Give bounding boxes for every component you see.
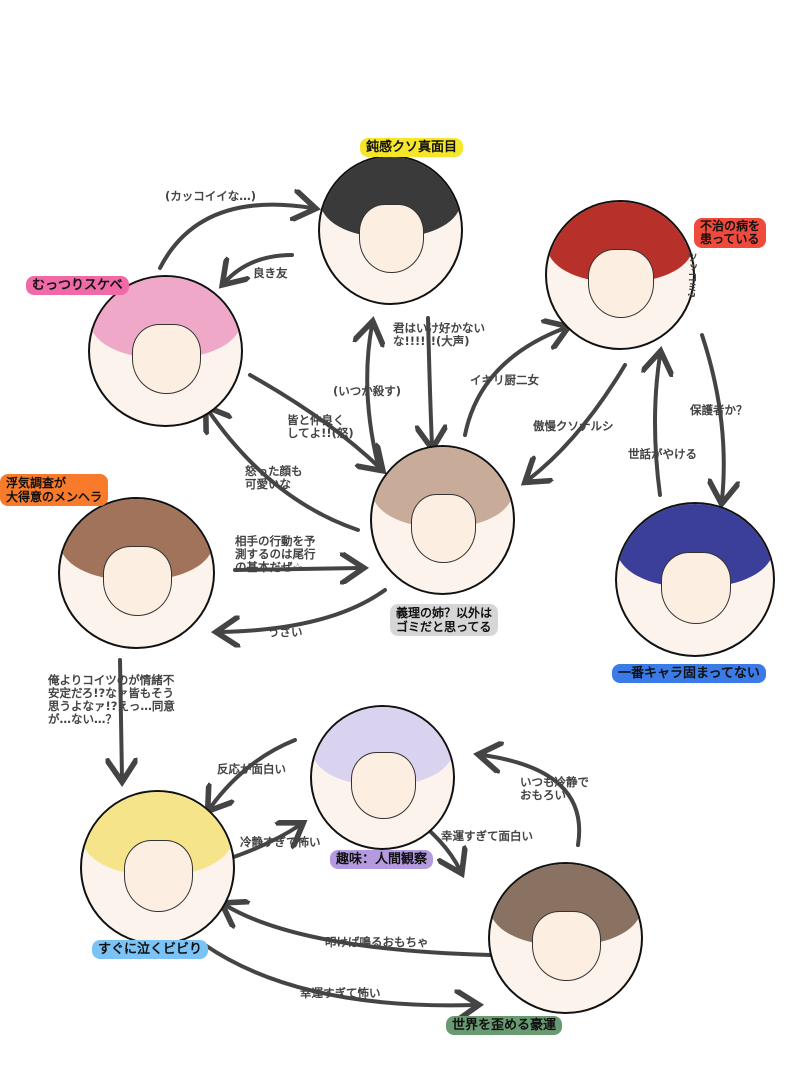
avatar-center (370, 445, 515, 595)
avatar-blue (615, 502, 775, 657)
relation-label: 叩けば鳴るおもちゃ (325, 935, 429, 949)
relation-label: 相手の行動を予 測するのは尾行 の基本だぜ☆ (235, 534, 316, 574)
arrow-brownshort-to-blonde (225, 905, 492, 957)
avatar-glasses (318, 155, 463, 305)
aside-red: ツッコミ? (685, 252, 696, 298)
relation-label: 傲慢クソナルシ (533, 419, 614, 433)
avatar-pink (88, 275, 243, 427)
tag-center: 義理の姉？以外は ゴミだと思ってる (390, 604, 499, 636)
tag-lavender: 趣味：人間観察 (330, 850, 434, 869)
tag-blonde: すぐに泣くビビり (92, 940, 209, 959)
arrow-pink-to-glasses (158, 205, 312, 270)
relation-label: 皆と仲良く してよ!!(怒) (287, 413, 354, 440)
arrow-center-to-cap (220, 588, 387, 632)
tag-cap: 浮気調査が 大得意のメンヘラ (0, 474, 109, 506)
relation-label: いつも冷静で おもろい (520, 775, 589, 802)
relation-label: イキリ厨二女 (470, 373, 539, 387)
arrow-blue-to-red (655, 355, 660, 497)
relation-label: 保護者か？ (690, 403, 748, 417)
relation-label: 世話がやける (628, 447, 697, 461)
avatar-cap (58, 497, 215, 649)
arrow-red-to-blue (700, 333, 724, 500)
relation-label: 君はいけ好かない な!!!!!!(大声) (393, 321, 485, 348)
arrow-pink-to-center (248, 373, 380, 468)
tag-blue: 一番キャラ固まってない (612, 664, 766, 683)
avatar-blonde (80, 790, 235, 945)
arrow-red-to-center (528, 363, 627, 480)
avatar-red (545, 200, 695, 350)
relation-label: 幸運すぎて面白い (441, 829, 533, 843)
tag-brownshort: 世界を歪める豪運 (446, 1016, 563, 1035)
tag-pink: むっつりスケベ (26, 276, 129, 295)
arrow-blonde-to-brownshort (203, 943, 475, 1005)
arrow-glasses-to-center (428, 316, 432, 445)
tag-glasses: 鈍感クソ真面目 (360, 138, 464, 157)
relation-label: 良き友 (253, 266, 288, 280)
relation-label: 幸運すぎて怖い (300, 986, 381, 1000)
arrow-cap-to-center (233, 568, 360, 570)
relation-label: 冷静すぎて怖い (240, 835, 321, 849)
relation-label: (カッコイイな…) (165, 189, 257, 203)
relation-label: うざい (268, 625, 303, 639)
relation-label: 怒った顔も 可愛いな (245, 464, 303, 491)
avatar-brownshort (488, 862, 643, 1014)
avatar-lavender (310, 705, 455, 850)
arrow-brownshort-to-lavender (482, 755, 582, 847)
relation-label: 反応が面白い (217, 762, 286, 776)
arrow-center-to-red (463, 328, 565, 437)
arrow-center-to-pink (208, 410, 360, 532)
relation-label: 俺よりコイツのが情緒不 安定だろ!?なァ皆もそう 思うよなァ!?えっ…同意 が…… (48, 673, 175, 726)
relation-label: (いつか殺す) (333, 384, 402, 398)
tag-red: 不治の病を 患っている (694, 218, 767, 248)
arrow-cap-to-blonde (120, 658, 122, 778)
